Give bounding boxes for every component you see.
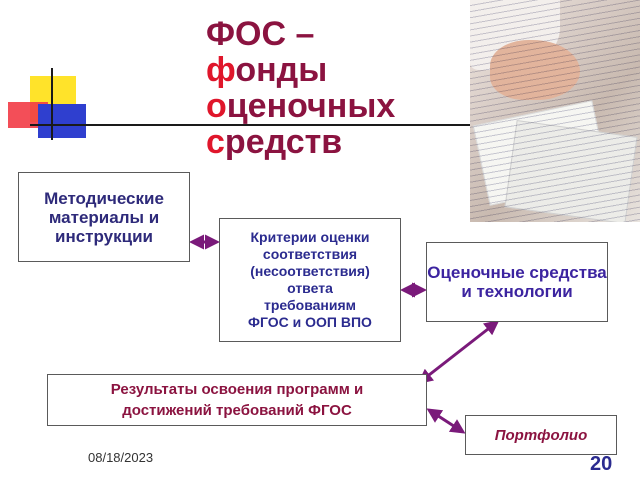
criteria-line: соответствия — [262, 246, 358, 262]
slide-number: 20 — [590, 453, 613, 475]
portfolio-text: Портфолио — [494, 426, 588, 444]
portfolio-box: Портфолио — [465, 415, 617, 455]
criteria-text: Критерии оценки соответствия (несоответс… — [248, 229, 372, 331]
decor-vertical-line — [51, 68, 53, 140]
decor-blue-square — [38, 104, 86, 138]
title-line-3-rest: ценочных — [226, 87, 396, 125]
photo-handwriting-texture — [470, 0, 640, 222]
results-box: Результаты освоения программ и достижени… — [47, 374, 427, 426]
title-line-3-first: о — [206, 87, 227, 125]
slide-title: ФОС – фонды оценочных средств — [206, 16, 446, 160]
slide-date: 08/18/2023 — [88, 450, 154, 465]
title-line-4-rest: редств — [224, 123, 343, 161]
methodical-materials-text: Методические материалы и инструкции — [44, 188, 164, 246]
criteria-line: (несоответствия) — [250, 263, 370, 279]
title-line-1: ФОС – — [206, 15, 315, 53]
connector-assessment-results — [417, 320, 500, 384]
methodical-materials-box: Методические материалы и инструкции — [18, 172, 190, 262]
connector-results-portfolio — [426, 408, 466, 434]
title-line-2-rest: онды — [235, 51, 328, 89]
criteria-line: ответа — [287, 280, 333, 296]
title-line-2-first: ф — [206, 51, 236, 89]
students-writing-photo — [470, 0, 640, 222]
results-text: Результаты освоения программ и достижени… — [111, 379, 363, 421]
assessment-tools-text: Оценочные средства и технологии — [427, 263, 607, 301]
results-line: Результаты освоения программ и — [110, 381, 364, 398]
results-line: достижений требований ФГОС — [122, 402, 352, 419]
criteria-line: требованиям — [263, 297, 356, 313]
assessment-tools-box: Оценочные средства и технологии — [426, 242, 608, 322]
photo-hand — [490, 40, 580, 100]
title-line-4-first: с — [206, 123, 225, 161]
criteria-line: Критерии оценки — [250, 229, 370, 245]
criteria-box: Критерии оценки соответствия (несоответс… — [219, 218, 401, 342]
title-line-2: фонды — [206, 52, 446, 88]
title-line-4: средств — [206, 124, 446, 160]
title-line-3: оценочных — [206, 88, 446, 124]
decor-horizontal-line — [30, 124, 470, 126]
criteria-line: ФГОС и ООП ВПО — [248, 314, 372, 330]
